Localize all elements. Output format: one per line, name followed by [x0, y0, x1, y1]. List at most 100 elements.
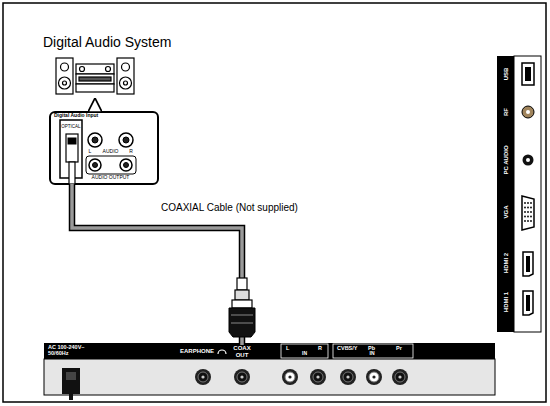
jacks	[201, 375, 204, 378]
bottom-panel	[44, 343, 495, 359]
usb-port	[522, 63, 534, 85]
hdmi-port	[523, 291, 533, 315]
input-panel	[86, 156, 136, 174]
input-panel	[123, 137, 129, 143]
input-panel	[89, 159, 101, 171]
input-panel	[120, 159, 132, 171]
rf-port	[526, 110, 530, 114]
system-title: Digital Audio System	[43, 34, 171, 50]
vga-pins	[530, 207, 532, 209]
input-panel	[92, 137, 98, 143]
usb-port	[525, 67, 531, 81]
bottom-panel	[333, 344, 413, 358]
connector-label: IN	[370, 351, 375, 357]
side-panel	[514, 56, 541, 332]
stereo-icon	[76, 84, 114, 92]
jacks	[392, 369, 408, 385]
stereo-icon	[56, 58, 134, 94]
port-name: COAX OUT	[231, 345, 253, 358]
stereo-icon	[117, 58, 134, 94]
stereo-icon	[76, 64, 114, 74]
port-name: OPTICAL	[61, 124, 80, 129]
stereo-icon	[76, 74, 114, 84]
jacks	[346, 375, 349, 378]
vga-pins	[524, 207, 526, 209]
jacks	[343, 372, 353, 382]
jacks	[282, 369, 298, 385]
hdmi-port	[526, 295, 530, 311]
pc-audio-port	[523, 155, 534, 166]
jacks	[366, 369, 382, 385]
pc-audio-port	[526, 158, 530, 162]
channel-name: L	[89, 149, 92, 155]
stereo-icon	[120, 77, 132, 89]
hdmi-port	[523, 252, 533, 276]
jacks	[198, 372, 208, 382]
stereo-icon	[61, 63, 69, 71]
vga-pins	[530, 220, 532, 222]
stereo-icon	[56, 58, 73, 94]
rf-port	[522, 106, 534, 118]
jacks	[234, 369, 250, 385]
system-box: Digital Audio System	[40, 34, 190, 98]
input-panel	[50, 112, 158, 184]
power-cord	[69, 394, 73, 400]
bottom-panel	[281, 344, 328, 358]
stereo-icon	[122, 63, 130, 71]
port-label: VGA	[503, 205, 510, 218]
jacks	[369, 372, 379, 382]
cable-label: COAXIAL Cable (Not supplied)	[160, 202, 299, 214]
input-panel	[68, 138, 76, 144]
vga-pins	[524, 220, 526, 222]
side-panel	[497, 56, 514, 332]
coax-plug	[229, 278, 255, 337]
port-label: HDMI 1	[503, 292, 510, 312]
jacks	[237, 372, 247, 382]
stereo-icon	[80, 67, 85, 72]
vga-pins	[527, 202, 529, 204]
vga-pins	[524, 202, 526, 204]
vga-pins	[524, 202, 532, 222]
coax-plug	[231, 323, 253, 324]
jacks	[340, 369, 356, 385]
jacks	[340, 369, 356, 385]
jacks	[395, 372, 405, 382]
connector-label: EARPHONE	[180, 348, 214, 355]
coax-plug	[231, 315, 253, 316]
input-panel	[69, 162, 75, 184]
vga-pins	[527, 220, 529, 222]
connector-label: Pr	[396, 345, 402, 351]
port-label: USB	[503, 68, 510, 81]
jacks	[310, 369, 326, 385]
input-panel	[88, 133, 102, 147]
jacks	[372, 375, 375, 378]
jacks	[392, 369, 408, 385]
hdmi-port	[526, 256, 530, 272]
jacks	[282, 369, 298, 385]
power-socket	[62, 368, 80, 394]
input-panel-box: Digital Audio InputOPTICALLAUDIORAUDIO O…	[50, 112, 158, 184]
bottom-panel	[44, 359, 495, 395]
input-panel	[93, 163, 98, 168]
port-name: AUDIO OUTPUT	[92, 175, 130, 181]
jacks	[316, 375, 319, 378]
port-name: AUDIO	[103, 149, 119, 155]
stereo-icon	[124, 81, 128, 85]
jacks	[234, 369, 250, 385]
port-label: RF	[503, 108, 510, 116]
jacks	[240, 375, 243, 378]
jacks	[195, 369, 408, 385]
jacks	[285, 372, 295, 382]
jacks	[310, 369, 326, 385]
jacks	[288, 375, 291, 378]
earphone-symbol	[218, 350, 226, 354]
input-panel	[66, 134, 78, 162]
jacks	[366, 369, 382, 385]
jacks	[195, 369, 211, 385]
connector-label: IN	[302, 351, 307, 357]
vga-pins	[527, 207, 529, 209]
vga-pins	[527, 216, 529, 218]
stereo-icon	[59, 77, 71, 89]
stereo-icon	[79, 77, 111, 81]
